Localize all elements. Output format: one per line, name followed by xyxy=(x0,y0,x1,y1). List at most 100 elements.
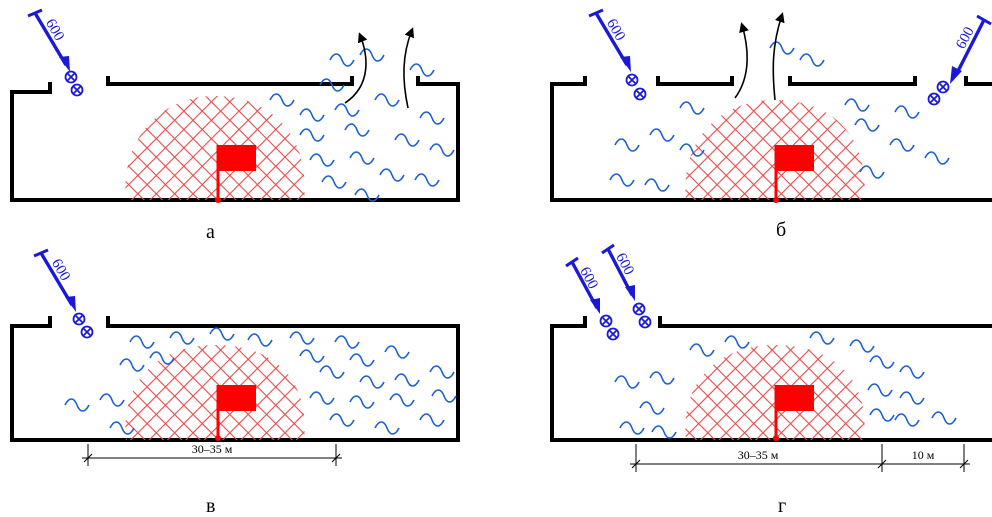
wave-squiggle xyxy=(844,98,870,112)
wave-squiggle xyxy=(129,335,155,349)
wave-squiggle xyxy=(299,349,325,363)
wave-squiggle xyxy=(899,365,925,379)
wave-squiggle xyxy=(394,373,420,387)
wave-squiggle xyxy=(334,335,360,349)
wave-squiggle xyxy=(614,375,640,389)
water-spray-icon xyxy=(72,312,94,339)
wave-squiggle xyxy=(299,108,325,122)
wave-squiggle xyxy=(419,413,445,427)
wave-squiggle xyxy=(924,151,950,165)
wave-squiggle xyxy=(409,63,435,77)
wave-squiggle xyxy=(894,105,920,119)
wave-squiggle xyxy=(869,408,895,422)
dimension-label-2: 10 м xyxy=(912,448,935,462)
wave-squiggle xyxy=(319,365,345,379)
wave-squiggle xyxy=(321,175,347,189)
wave-squiggle xyxy=(334,103,360,117)
smoke-waves xyxy=(609,41,950,192)
wave-squiggle xyxy=(894,413,920,427)
wave-squiggle xyxy=(209,327,235,341)
wave-squiggle xyxy=(349,395,375,409)
fire-source-flag xyxy=(773,145,814,203)
panel-b: 600 600 xyxy=(550,8,992,203)
wave-squiggle xyxy=(859,165,885,179)
wave-squiggle xyxy=(329,413,355,427)
panel-a: 600 xyxy=(10,8,460,203)
wave-squiggle xyxy=(344,123,370,137)
water-spray-icon xyxy=(625,73,647,101)
wave-squiggle xyxy=(149,351,175,365)
wave-squiggle xyxy=(384,345,410,359)
fire-zone xyxy=(125,345,305,440)
smoke-waves xyxy=(269,48,455,202)
panel-v: 600 30–35 м xyxy=(10,248,460,466)
wave-squiggle xyxy=(899,391,925,405)
wave-squiggle xyxy=(419,111,445,125)
wave-squiggle xyxy=(869,355,895,369)
wave-squiggle xyxy=(724,335,750,349)
wave-squiggle xyxy=(309,391,335,405)
wave-squiggle xyxy=(619,421,645,435)
fire-source-flag xyxy=(773,385,814,441)
wave-squiggle xyxy=(644,178,670,192)
nozzle-label: 600 xyxy=(603,16,628,43)
fire-nozzle: 600 xyxy=(27,8,84,97)
wave-squiggle xyxy=(389,393,415,407)
wave-squiggle xyxy=(614,138,640,152)
wave-squiggle xyxy=(349,151,375,165)
wave-squiggle xyxy=(414,173,440,187)
wave-squiggle xyxy=(329,53,355,67)
wave-squiggle xyxy=(319,78,345,92)
dimension-label: 30–35 м xyxy=(738,448,779,462)
wave-squiggle xyxy=(374,93,400,107)
fire-zone xyxy=(125,96,305,200)
water-waves xyxy=(614,331,957,439)
wave-squiggle xyxy=(374,421,400,435)
wave-squiggle xyxy=(649,371,675,385)
caption-a: а xyxy=(206,221,215,243)
water-spray-icon xyxy=(632,302,652,329)
wave-squiggle xyxy=(109,421,135,435)
wave-squiggle xyxy=(359,375,385,389)
wave-squiggle xyxy=(931,411,957,425)
dimension-line xyxy=(630,444,970,472)
wave-squiggle xyxy=(769,41,795,55)
wave-squiggle xyxy=(849,339,875,353)
wave-squiggle xyxy=(649,128,675,142)
water-waves xyxy=(64,327,457,435)
wave-squiggle xyxy=(247,333,273,347)
fire-source-flag xyxy=(215,385,256,441)
wave-squiggle xyxy=(639,401,665,415)
wave-squiggle xyxy=(429,143,455,157)
wave-squiggle xyxy=(354,188,380,202)
nozzle-label: 600 xyxy=(953,24,978,51)
dimension-label: 30–35 м xyxy=(192,442,233,456)
wave-squiggle xyxy=(854,118,880,132)
water-spray-icon xyxy=(64,70,84,97)
wave-squiggle xyxy=(431,389,457,403)
wave-squiggle xyxy=(169,331,195,345)
smoke-exhaust-arrows xyxy=(344,27,415,109)
water-spray-icon xyxy=(599,314,620,341)
nozzle-label: 600 xyxy=(612,250,637,277)
fire-nozzle-right: 600 xyxy=(927,14,992,106)
wave-squiggle xyxy=(799,53,825,67)
nozzle-label: 600 xyxy=(42,16,67,43)
wave-squiggle xyxy=(359,48,385,62)
dimension-line xyxy=(82,444,342,466)
wave-squiggle xyxy=(429,365,455,379)
wave-squiggle xyxy=(679,101,705,115)
caption-v: в xyxy=(206,495,216,517)
smoke-exhaust-arrows xyxy=(734,12,785,101)
wave-squiggle xyxy=(809,331,835,345)
wave-squiggle xyxy=(309,153,335,167)
wave-squiggle xyxy=(269,93,295,107)
fire-source-flag xyxy=(215,145,256,203)
panel-g: 600 600 30–35 м 10 м xyxy=(550,243,992,472)
wave-squiggle xyxy=(651,425,677,439)
wave-squiggle xyxy=(394,133,420,147)
nozzle-label: 600 xyxy=(576,264,601,291)
wave-squiggle xyxy=(119,358,145,372)
wave-squiggle xyxy=(99,393,125,407)
